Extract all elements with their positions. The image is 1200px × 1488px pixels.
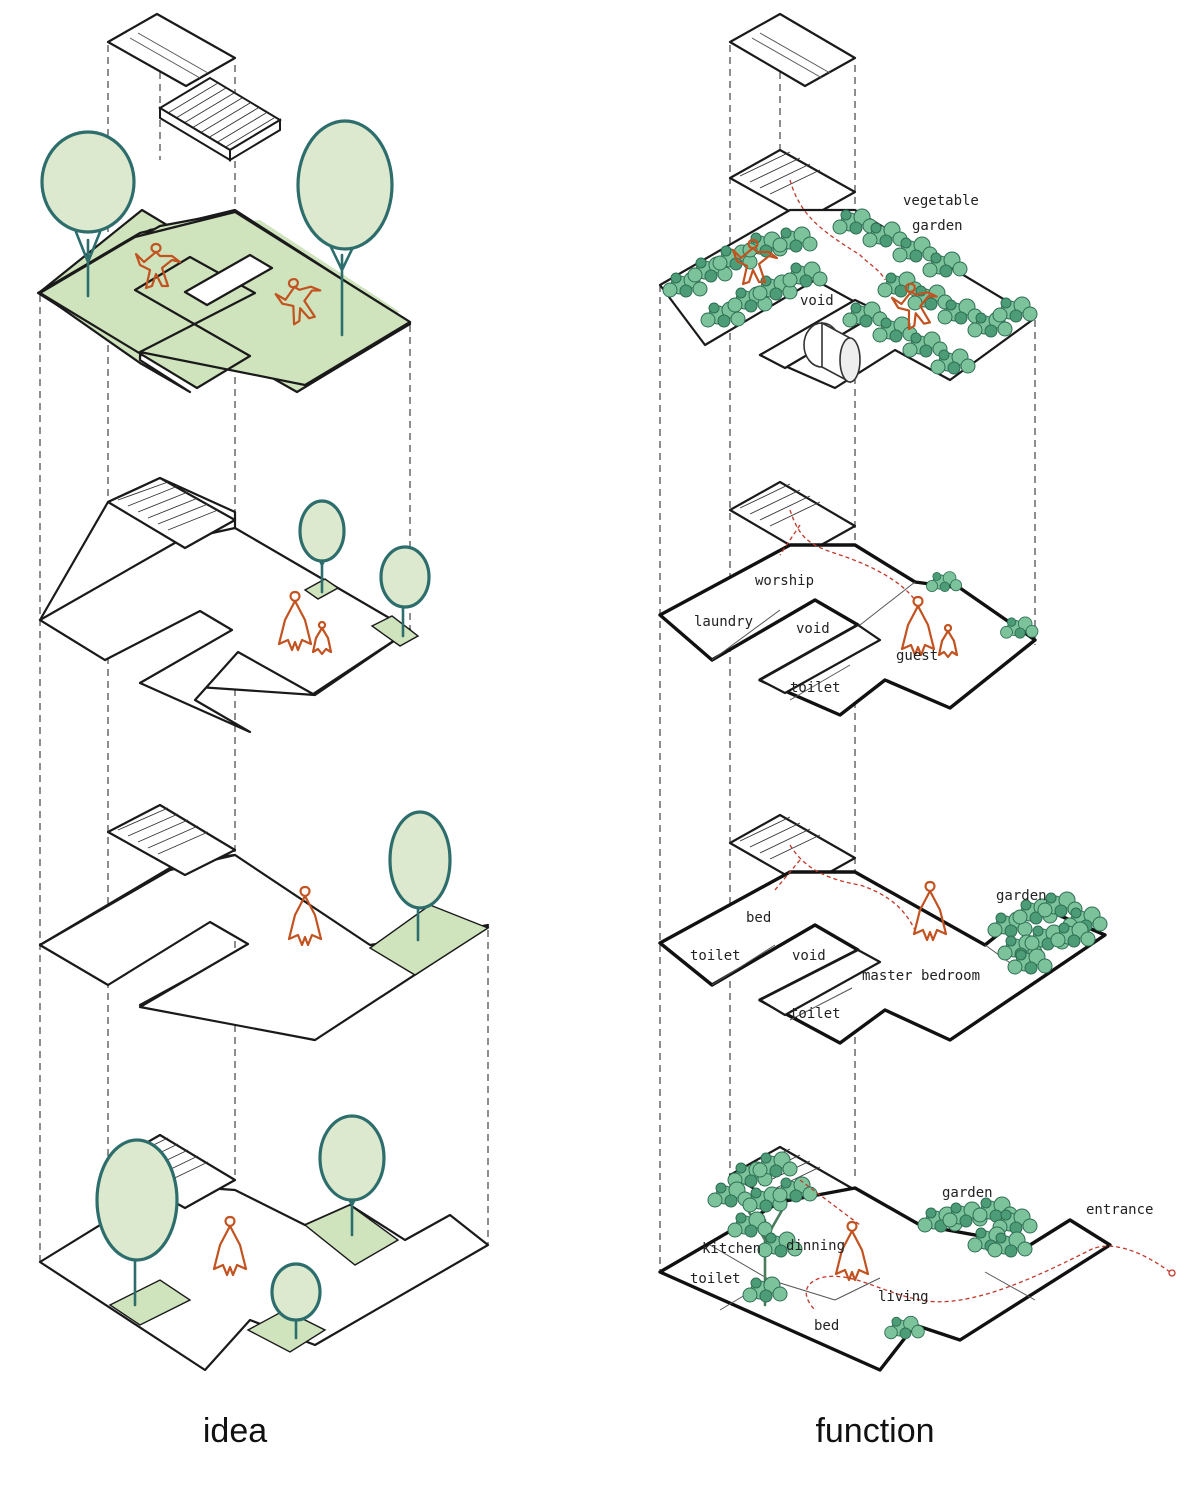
label-level-2-void: void: [792, 948, 826, 964]
label-bed: bed: [746, 910, 771, 926]
label-entrance: entrance: [1086, 1202, 1153, 1218]
label-worship: worship: [755, 573, 814, 589]
label-kitchen: kitchen: [702, 1241, 761, 1257]
label-ground-bed: bed: [814, 1318, 839, 1334]
idea-ground-tree-3: [270, 1262, 322, 1340]
label-ground-garden: garden: [942, 1185, 993, 1201]
function-roof-route: [789, 179, 886, 281]
idea-roof-plate: [38, 210, 412, 394]
function-level-2-plate: [658, 813, 1107, 1045]
label-level-2-toilet-left: toilet: [690, 948, 741, 964]
idea-ground-tree-1: [95, 1138, 179, 1307]
function-level-3-shrub-1: [926, 571, 962, 592]
function-ground-route-2: [799, 1179, 861, 1226]
entrance-marker: [1168, 1269, 1176, 1277]
label-living: living: [878, 1289, 929, 1305]
function-ground-tree: [707, 1151, 818, 1307]
idea-ground-tree-2: [318, 1114, 386, 1237]
label-level-2-toilet: toilet: [790, 1006, 841, 1022]
caption-idea: idea: [203, 1412, 267, 1450]
label-level-2-garden: garden: [996, 888, 1047, 904]
idea-level-2-tree: [388, 810, 452, 942]
idea-column: idea: [36, 12, 490, 1450]
function-column: vegetable garden void worship laundry vo…: [658, 12, 1176, 1450]
label-vegetable-garden-1: vegetable: [903, 193, 979, 209]
label-master-bedroom: master bedroom: [862, 968, 980, 984]
function-roof-box: [728, 12, 857, 88]
idea-roof-tree-left: [40, 130, 136, 298]
caption-function: function: [815, 1412, 934, 1450]
function-level-3-plate: [658, 480, 1037, 717]
label-vegetable-garden-2: garden: [912, 218, 963, 234]
function-level-2-route: [789, 844, 916, 931]
label-roof-void: void: [800, 293, 834, 309]
idea-roof-tree-right: [296, 119, 394, 337]
idea-level-3-tree-2: [379, 545, 431, 638]
label-laundry: laundry: [694, 614, 753, 630]
label-ground-toilet: toilet: [690, 1271, 741, 1287]
idea-roof-box: [106, 12, 237, 88]
label-guest: guest: [896, 648, 938, 664]
function-level-2-person: [912, 880, 948, 942]
idea-level-3-plate: [38, 476, 420, 734]
idea-level-3-tree-1: [298, 499, 346, 594]
idea-level-2-plate: [38, 803, 490, 1042]
label-dinning: dinning: [786, 1238, 845, 1254]
label-level-3-void: void: [796, 621, 830, 637]
label-level-3-toilet: toilet: [790, 680, 841, 696]
function-roof-tank: [803, 321, 861, 384]
function-entrance-route: [805, 1245, 1171, 1311]
function-ground-plate: [658, 1145, 1112, 1372]
function-level-3-route: [789, 509, 916, 601]
function-level-3-route-2: [779, 524, 801, 556]
